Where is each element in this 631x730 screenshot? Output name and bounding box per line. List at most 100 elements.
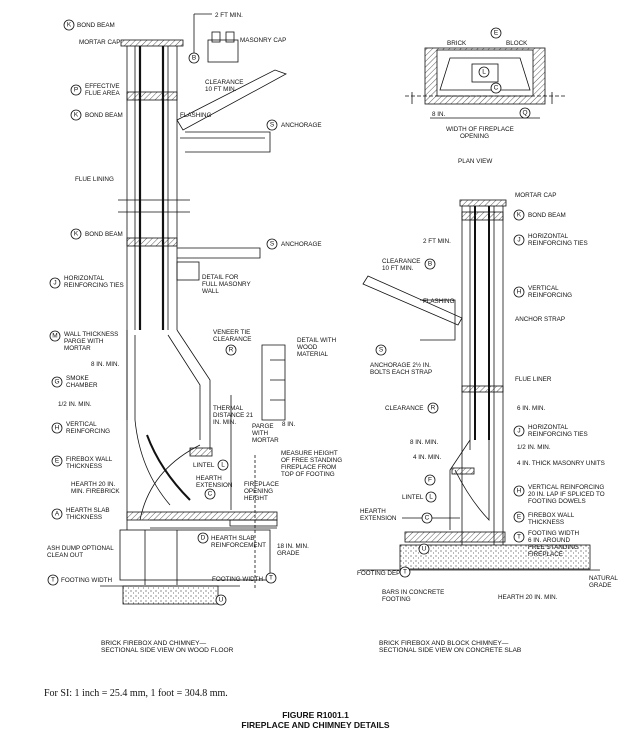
- bond-beam-3-letter: K: [74, 231, 79, 238]
- bond-beam-2-letter: K: [74, 112, 79, 119]
- bond-beam-right-letter: K: [517, 212, 522, 219]
- four-in-thick: 4 IN. THICK MASONRY UNITS: [517, 460, 605, 467]
- wall-thickness-2: PARGE WITH: [64, 338, 104, 345]
- anchorage-2-letter: S: [270, 241, 275, 248]
- c-letter-left: C: [208, 491, 213, 498]
- flashing-right: FLASHING: [423, 298, 455, 305]
- bond-beam-top-label: BOND BEAM: [77, 22, 115, 29]
- ash-dump-1: ASH DUMP OPTIONAL: [47, 545, 114, 552]
- slab-reinf-1: HEARTH SLAB: [211, 535, 255, 542]
- two-ft-min-label: 2 FT MIN.: [215, 12, 243, 19]
- detail-wood-2: WOOD: [297, 344, 318, 351]
- block-label: BLOCK: [506, 40, 528, 47]
- footing-width-label: FOOTING WIDTH: [61, 577, 113, 584]
- vertical-reinf-letter: H: [55, 425, 60, 432]
- u-letter-right: U: [422, 546, 427, 553]
- si-conversion-note: For SI: 1 inch = 25.4 mm, 1 foot = 304.8…: [44, 688, 228, 699]
- b-letter-right: B: [428, 261, 432, 268]
- eight-in-min-right: 8 IN. MIN.: [410, 439, 439, 446]
- left-caption-2: SECTIONAL SIDE VIEW ON WOOD FLOOR: [101, 647, 234, 654]
- natural-grade-2: GRADE: [589, 582, 611, 589]
- left-labels: K: [63, 19, 75, 31]
- plan-view: [405, 47, 565, 119]
- thermal-2: DISTANCE 21: [213, 412, 254, 419]
- vertical-reinf-right-2: REINFORCING: [528, 292, 572, 299]
- detail-full-3: WALL: [202, 288, 219, 295]
- footing-width-right-1: FOOTING WIDTH: [528, 530, 580, 537]
- plan-width-1: WIDTH OF FIREPLACE: [446, 126, 514, 133]
- right-caption-1: BRICK FIREBOX AND BLOCK CHIMNEY—: [379, 640, 509, 647]
- clearance-r-label: CLEARANCE: [385, 405, 424, 412]
- fp-opening-3: HEIGHT: [244, 495, 268, 502]
- parge-wood-2: WITH: [252, 430, 269, 437]
- f-letter: F: [428, 477, 432, 484]
- eighteen-2: GRADE: [277, 550, 299, 557]
- bars-2: FOOTING: [382, 596, 411, 603]
- bond-beam-right-label: BOND BEAM: [528, 212, 566, 219]
- plan-c-letter: C: [494, 85, 499, 92]
- plan-q-letter: Q: [522, 110, 527, 117]
- u-letter-left: U: [219, 597, 224, 604]
- horiz-ties-right-2: REINFORCING TIES: [528, 240, 588, 247]
- anchorage-label: ANCHORAGE: [281, 122, 322, 129]
- plan-e-letter: E: [494, 30, 499, 37]
- lintel-right-letter: L: [429, 494, 433, 501]
- detail-full-1: DETAIL FOR: [202, 274, 239, 281]
- eighteen-1: 18 IN. MIN.: [277, 543, 309, 550]
- flashing-left-label: FLASHING: [180, 112, 212, 119]
- horiz-ties-2-2: REINFORCING TIES: [528, 431, 588, 438]
- vertical-reinf-2-2: 20 IN. LAP IF SPLICED TO: [528, 491, 605, 498]
- plan-title: PLAN VIEW: [458, 158, 492, 165]
- clearance-r-letter: R: [431, 405, 436, 412]
- four-in-min: 4 IN. MIN.: [413, 454, 442, 461]
- fp-opening-2: OPENING: [244, 488, 273, 495]
- left-section-view: [100, 13, 287, 605]
- parge-wood-1: PARGE: [252, 423, 274, 430]
- measure-4: TOP OF FOOTING: [281, 471, 335, 478]
- vertical-reinf-1: VERTICAL: [66, 421, 97, 428]
- lintel-right-label: LINTEL: [402, 494, 424, 501]
- smoke-chamber-1: SMOKE: [66, 375, 89, 382]
- footing-width-right-letter: T: [517, 534, 521, 541]
- slab-reinf-letter: D: [201, 535, 206, 542]
- hearth-ext-right-1: HEARTH: [360, 508, 386, 515]
- measure-3: FIREPLACE FROM: [281, 464, 336, 471]
- vertical-reinf-right-letter: H: [517, 289, 522, 296]
- wall-thickness-letter: M: [52, 333, 57, 340]
- wall-thickness-1: WALL THICKNESS: [64, 331, 118, 338]
- fp-opening-1: FIREPLACE: [244, 481, 279, 488]
- veneer-tie-2: CLEARANCE: [213, 336, 252, 343]
- plan-eight-in: 8 IN.: [432, 111, 446, 118]
- effective-flue-letter: P: [74, 87, 78, 94]
- eight-in-min-left: 8 IN. MIN.: [91, 361, 120, 368]
- effective-flue-label-2: FLUE AREA: [85, 90, 120, 97]
- ash-dump-2: CLEAN OUT: [47, 552, 83, 559]
- r-letter-left: R: [229, 347, 234, 354]
- anchorage-letter: S: [270, 122, 275, 129]
- vertical-reinf-right-1: VERTICAL: [528, 285, 559, 292]
- vertical-reinf-2-letter: H: [517, 488, 522, 495]
- horiz-ties-2-letter: J: [517, 428, 520, 435]
- six-in-min: 6 IN. MIN.: [517, 405, 546, 412]
- firebox-wall-2: THICKNESS: [66, 463, 102, 470]
- bond-beam-2-label: BOND BEAM: [85, 112, 123, 119]
- slab-thk-letter: A: [55, 511, 60, 518]
- slab-reinf-2: REINFORCEMENT: [211, 542, 266, 549]
- smoke-chamber-2: CHAMBER: [66, 382, 98, 389]
- clearance-right-2: 10 FT MIN.: [382, 265, 414, 272]
- half-in-min-left: 1/2 IN. MIN.: [58, 401, 92, 408]
- wall-thickness-3: MORTAR: [64, 345, 91, 352]
- vertical-reinf-2-1: VERTICAL REINFORCING: [528, 484, 604, 491]
- masonry-cap-label: MASONRY CAP: [240, 37, 286, 44]
- bond-beam-3-label: BOND BEAM: [85, 231, 123, 238]
- b-letter-left: B: [192, 55, 196, 62]
- hearth-20-left-1: HEARTH 20 IN.: [71, 481, 116, 488]
- bars-1: BARS IN CONCRETE: [382, 589, 444, 596]
- flue-lining-label: FLUE LINING: [75, 176, 114, 183]
- lintel-left-label: LINTEL: [193, 462, 215, 469]
- horiz-ties-right-letter: J: [517, 237, 520, 244]
- lintel-left-letter: L: [221, 462, 225, 469]
- figure-number: FIGURE R1001.1: [282, 710, 349, 720]
- horiz-ties-label-2: REINFORCING TIES: [64, 282, 124, 289]
- measure-1: MEASURE HEIGHT: [281, 450, 338, 457]
